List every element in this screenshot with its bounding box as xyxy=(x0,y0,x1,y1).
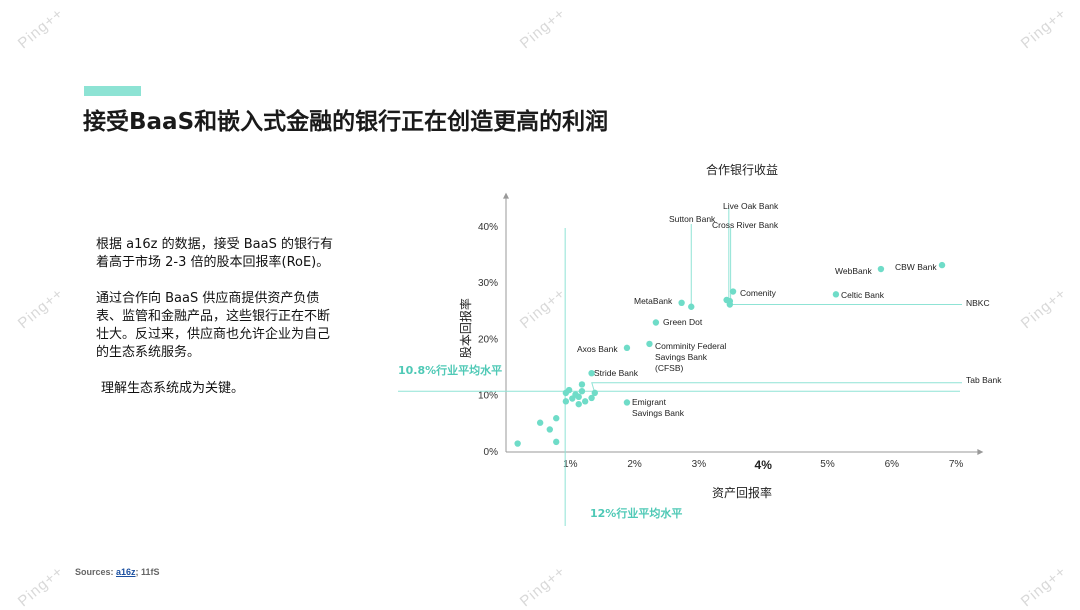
title-accent-bar xyxy=(84,86,141,96)
y-tick-label: 30% xyxy=(478,278,498,289)
roe-average-label: 10.8%行业平均水平 xyxy=(398,363,502,377)
data-point xyxy=(723,296,730,304)
data-point xyxy=(877,265,885,273)
data-point xyxy=(688,303,695,310)
x-tick-label: 5% xyxy=(820,459,835,470)
roa-average-label: 12%行业平均水平 xyxy=(590,506,682,520)
data-point xyxy=(553,415,560,422)
data-point xyxy=(575,400,582,408)
source-note: Sources: a16z; 11fS xyxy=(75,567,160,577)
point-label: WebBank xyxy=(835,266,872,276)
chart-title: 合作银行收益 xyxy=(706,162,778,177)
point-label: NBKC xyxy=(966,298,990,308)
x-axis-arrow xyxy=(977,449,984,455)
data-point xyxy=(588,369,595,377)
y-tick-label: 20% xyxy=(478,334,498,345)
data-point xyxy=(514,440,521,447)
y-tick-label: 0% xyxy=(484,447,499,458)
data-point xyxy=(553,438,560,446)
body-paragraph-key: 理解生态系统成为关键。 xyxy=(101,381,245,396)
point-label: MetaBank xyxy=(634,296,673,306)
data-point xyxy=(678,299,685,307)
data-point xyxy=(546,426,553,433)
y-axis-arrow xyxy=(503,192,509,199)
y-axis-label: 股本回报率 xyxy=(458,298,473,358)
point-label: Comenity xyxy=(740,288,777,298)
body-paragraph-partnership: 通过合作向 BaaS 供应商提供资产负债表、监管和金融产品，这些银行正在不断壮大… xyxy=(96,291,331,360)
data-point xyxy=(578,387,586,395)
point-label: Green Dot xyxy=(663,317,703,327)
data-point xyxy=(536,419,544,426)
data-point xyxy=(575,393,582,401)
source-link-a16z[interactable]: a16z xyxy=(116,567,136,577)
data-point xyxy=(581,398,589,405)
data-point xyxy=(646,340,653,348)
page-title: 接受BaaS和嵌入式金融的银行正在创造更高的利润 xyxy=(83,109,609,135)
body-paragraph-roe: 根据 a16z 的数据，接受 BaaS 的银行有着高于市场 2-3 倍的股本回报… xyxy=(96,237,333,270)
data-point xyxy=(565,386,573,394)
point-label: Live Oak Bank xyxy=(723,201,779,211)
y-tick-label: 10% xyxy=(478,391,498,402)
point-label: Celtic Bank xyxy=(841,290,885,300)
source-prefix: Sources: xyxy=(75,567,117,577)
data-point xyxy=(562,398,570,405)
x-tick-label: 7% xyxy=(949,459,964,470)
x-axis-label: 资产回报率 xyxy=(712,485,772,500)
point-label: CBW Bank xyxy=(895,262,937,272)
point-label: Cross River Bank xyxy=(712,220,779,230)
leader-line xyxy=(591,382,962,394)
data-point xyxy=(938,261,946,269)
point-label: Stride Bank xyxy=(594,368,639,378)
x-tick-label: 6% xyxy=(885,459,900,470)
x-tick-label: 4% xyxy=(755,458,773,472)
data-point xyxy=(578,381,586,388)
data-point xyxy=(652,319,660,326)
x-tick-label: 1% xyxy=(563,459,578,470)
data-point xyxy=(623,344,631,352)
point-label: Sutton Bank xyxy=(669,214,716,224)
data-point xyxy=(726,301,734,308)
data-point xyxy=(591,389,599,397)
data-point xyxy=(729,288,737,295)
data-point xyxy=(832,291,840,298)
source-suffix: ; 11fS xyxy=(135,567,160,577)
body-text: 根据 a16z 的数据，接受 BaaS 的银行有着高于市场 2-3 倍的股本回报… xyxy=(96,236,341,416)
x-tick-label: 2% xyxy=(627,459,642,470)
point-label: Tab Bank xyxy=(966,375,1002,385)
x-tick-label: 3% xyxy=(692,459,707,470)
y-tick-label: 40% xyxy=(478,222,498,233)
data-point xyxy=(588,394,595,402)
point-label: Axos Bank xyxy=(577,344,618,354)
data-point xyxy=(623,399,631,406)
